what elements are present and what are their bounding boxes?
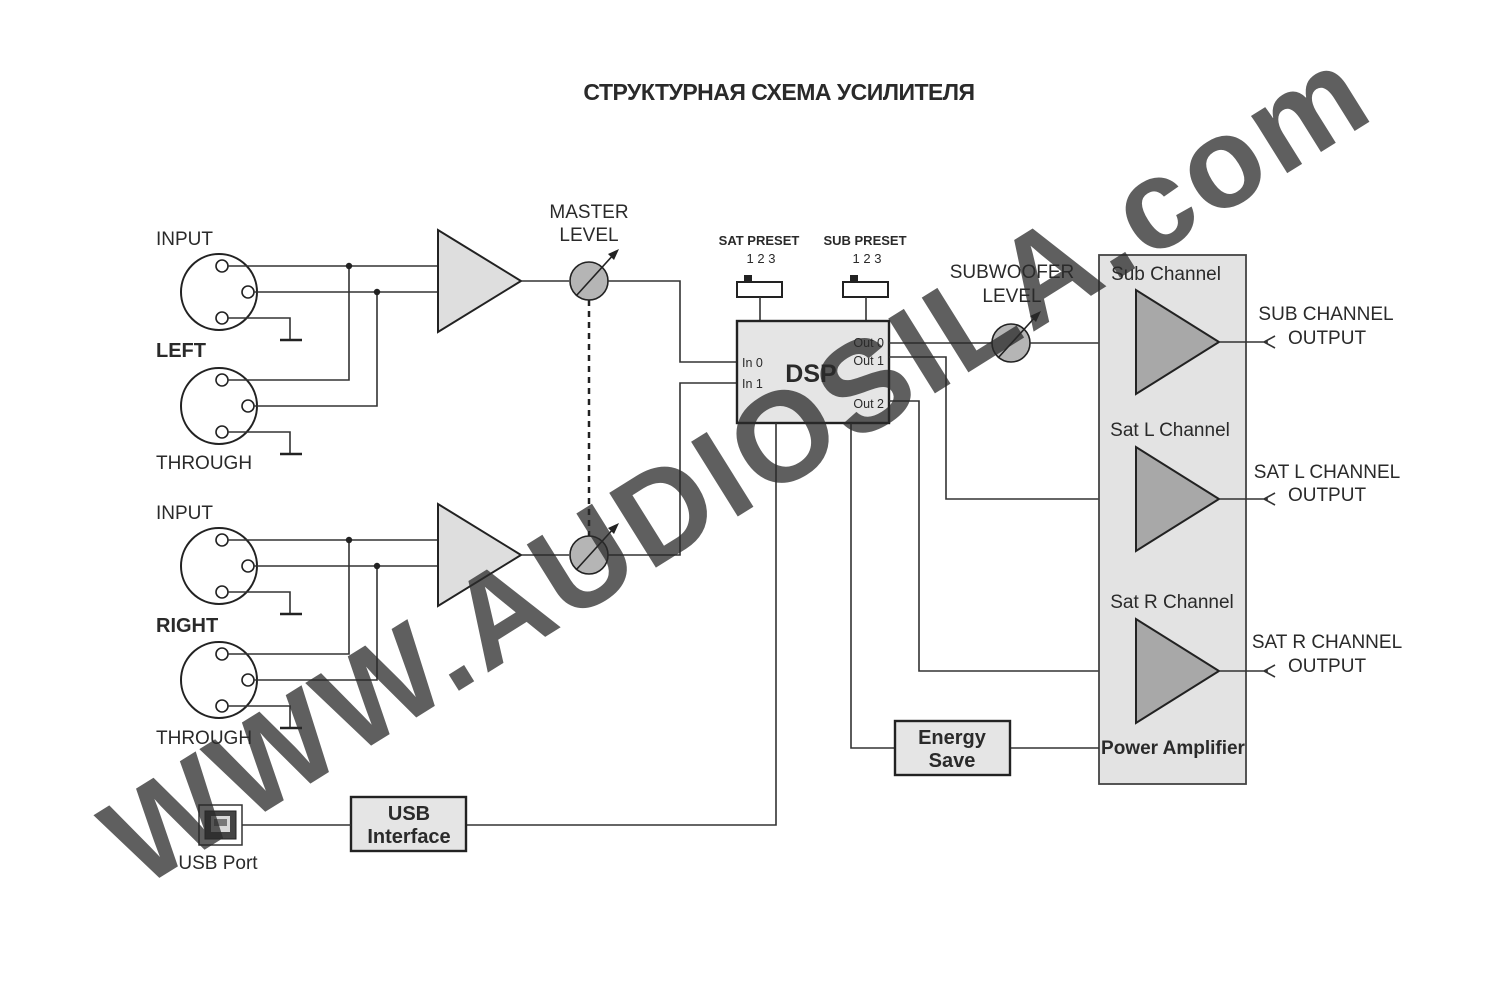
sat-preset-switch[interactable] xyxy=(736,275,783,298)
output-wiring xyxy=(1010,335,1276,749)
left-channel-label: LEFT xyxy=(156,340,206,362)
usb-port-label: USB Port xyxy=(178,853,258,874)
right-channel-group: INPUT RIGHT THROUGH xyxy=(156,502,569,749)
left-input-label: INPUT xyxy=(156,229,213,250)
sat-r-channel-label: Sat R Channel xyxy=(1110,592,1234,613)
energy-save-label-line1: Energy xyxy=(918,727,987,749)
right-through-label: THROUGH xyxy=(156,728,252,749)
power-amplifier-label: Power Amplifier xyxy=(1101,738,1246,759)
sat-l-output-label-line1: SAT L CHANNEL xyxy=(1254,462,1400,483)
master-to-dsp-wiring xyxy=(608,280,737,556)
subwoofer-level-group: SUBWOOFER LEVEL xyxy=(950,262,1136,363)
energy-save-label-line2: Save xyxy=(929,750,976,772)
sub-channel-label: Sub Channel xyxy=(1111,264,1221,285)
sat-l-output-label-line2: OUTPUT xyxy=(1288,485,1367,506)
sat-preset-numbers: 1 2 3 xyxy=(747,251,776,266)
master-level-knob-right[interactable] xyxy=(569,523,619,575)
master-level-knob-left[interactable] xyxy=(569,249,619,301)
sat-preset-label: SAT PRESET xyxy=(719,233,800,248)
sub-preset-group: SUB PRESET 1 2 3 xyxy=(823,233,907,321)
right-channel-label: RIGHT xyxy=(156,615,218,637)
dsp-out1-label: Out 1 xyxy=(853,354,884,368)
usb-interface-block: USB Interface xyxy=(349,795,468,853)
master-level-label-line1: MASTER xyxy=(549,202,628,223)
sat-preset-group: SAT PRESET 1 2 3 xyxy=(719,233,800,321)
sub-output-label-line1: SUB CHANNEL xyxy=(1258,304,1393,325)
sat-l-channel-amp-triangle xyxy=(1135,445,1221,553)
sat-l-channel-label: Sat L Channel xyxy=(1110,420,1230,441)
subwoofer-level-label-line1: SUBWOOFER xyxy=(950,262,1075,283)
usb-interface-label-line2: Interface xyxy=(367,826,450,848)
master-level-label-line2: LEVEL xyxy=(559,225,618,246)
power-amplifier-block: Sub Channel Sat L Channel Sat R Channel … xyxy=(1098,254,1247,785)
sub-channel-amp-triangle xyxy=(1135,288,1221,396)
diagram-title: СТРУКТУРНАЯ СХЕМА УСИЛИТЕЛЯ xyxy=(583,79,974,105)
sat-r-output-label-line2: OUTPUT xyxy=(1288,656,1367,677)
sub-output-label-line2: OUTPUT xyxy=(1288,328,1367,349)
usb-interface-label-line1: USB xyxy=(388,803,430,825)
sub-preset-label: SUB PRESET xyxy=(823,233,906,248)
right-input-label: INPUT xyxy=(156,503,213,524)
right-preamp-triangle xyxy=(437,502,523,608)
left-preamp-triangle xyxy=(437,228,523,334)
dsp-out2-label: Out 2 xyxy=(853,397,884,411)
sub-preset-numbers: 1 2 3 xyxy=(853,251,882,266)
master-level-group: MASTER LEVEL xyxy=(549,202,629,575)
left-channel-group: INPUT LEFT THROUGH xyxy=(156,228,569,474)
dsp-in0-label: In 0 xyxy=(742,356,763,370)
left-through-label: THROUGH xyxy=(156,453,252,474)
left-input-wiring xyxy=(228,262,438,456)
dsp-label: DSP xyxy=(785,360,836,388)
sat-r-output-label-line1: SAT R CHANNEL xyxy=(1252,632,1402,653)
energy-save-block: Energy Save xyxy=(893,719,1012,777)
left-through-xlr-connector xyxy=(180,367,258,445)
right-input-wiring xyxy=(228,536,438,730)
dsp-output-wiring xyxy=(466,342,1136,826)
dsp-in1-label: In 1 xyxy=(742,377,763,391)
right-through-xlr-connector xyxy=(180,641,258,719)
subwoofer-level-label-line2: LEVEL xyxy=(982,286,1041,307)
subwoofer-level-knob[interactable] xyxy=(991,311,1041,363)
dsp-block: DSP In 0 In 1 Out 0 Out 1 Out 2 xyxy=(735,319,891,425)
sat-r-channel-amp-triangle xyxy=(1135,617,1221,725)
dsp-out0-label: Out 0 xyxy=(853,336,884,350)
